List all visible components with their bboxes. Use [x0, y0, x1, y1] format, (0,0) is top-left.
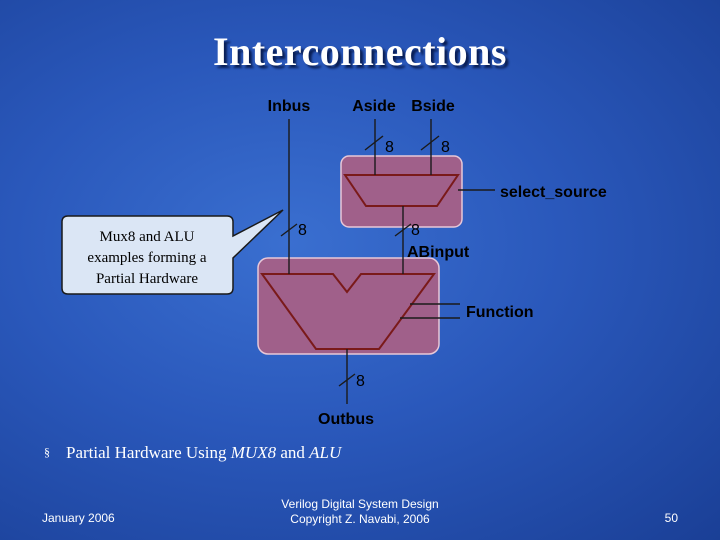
- wires: [280, 119, 495, 404]
- abinput-label: ABinput: [407, 244, 470, 261]
- bullet-text-alu: ALU: [309, 443, 342, 462]
- callout-bubble: Mux8 and ALU examples forming a Partial …: [61, 209, 284, 295]
- footer-date: January 2006: [42, 511, 115, 525]
- slide-title: Interconnections: [213, 29, 507, 74]
- footer-page-number: 50: [664, 511, 678, 525]
- mux8-symbol: [343, 174, 460, 207]
- outbus-width-label: 8: [356, 373, 365, 390]
- mux8-block: [340, 155, 463, 228]
- inbus-label: Inbus: [268, 98, 311, 115]
- inbus-width-label: 8: [298, 222, 307, 239]
- outbus-label: Outbus: [318, 411, 374, 428]
- footer-copyright: Copyright Z. Navabi, 2006: [290, 512, 430, 526]
- callout-line-2: examples forming a: [87, 250, 206, 266]
- bullet-item: § Partial Hardware Using MUX8 and ALU: [44, 443, 341, 463]
- function-label: Function: [466, 304, 534, 321]
- callout-line-1: Mux8 and ALU: [100, 229, 195, 245]
- bullet-text-prefix: Partial Hardware Using: [66, 443, 231, 462]
- footer-center: Verilog Digital System Design Copyright …: [250, 497, 470, 527]
- select-source-label: select_source: [500, 184, 607, 201]
- bullet-marker-icon: §: [44, 445, 50, 459]
- callout-line-3: Partial Hardware: [96, 271, 198, 287]
- bside-label: Bside: [411, 98, 455, 115]
- footer-course: Verilog Digital System Design: [281, 497, 439, 511]
- aside-width-label: 8: [385, 139, 394, 156]
- bullet-text-middle: and: [276, 443, 310, 462]
- abinput-width-label: 8: [411, 222, 420, 239]
- alu-symbol: [260, 273, 436, 350]
- bullet-text-mux: MUX8: [230, 443, 277, 462]
- bside-width-label: 8: [441, 139, 450, 156]
- aside-label: Aside: [352, 98, 396, 115]
